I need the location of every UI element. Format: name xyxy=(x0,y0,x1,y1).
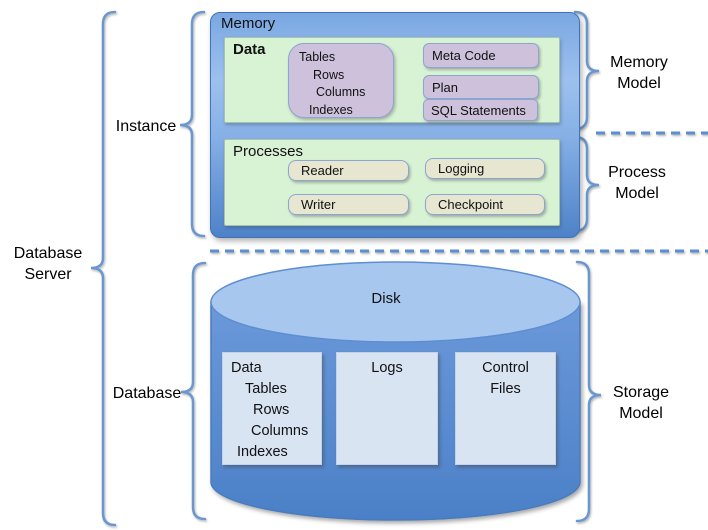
memory-structures-box: Tables Rows Columns Indexes xyxy=(288,43,394,118)
data-files-line-data: Data xyxy=(231,360,262,376)
memory-model-label: Memory Model xyxy=(610,54,668,92)
disk-label: Disk xyxy=(371,290,401,307)
process-model-brace xyxy=(573,135,600,233)
checkpoint-box: Checkpoint xyxy=(425,194,545,215)
data-section-title: Data xyxy=(233,41,266,58)
data-section: Data Tables Rows Columns Indexes Meta Co… xyxy=(224,37,560,123)
processes-section: Processes Reader Logging Writer Checkpoi… xyxy=(224,139,560,226)
plan-box: Plan xyxy=(423,75,539,99)
control-files-line-1: Control xyxy=(482,360,529,376)
struct-line-indexes: Indexes xyxy=(309,102,353,117)
database-label: Database xyxy=(112,385,182,402)
data-files-line-rows: Rows xyxy=(253,402,290,418)
writer-box: Writer xyxy=(288,194,409,215)
sql-statements-box: SQL Statements xyxy=(423,99,538,121)
control-files-box: Control Files xyxy=(455,352,556,465)
database-server-label: Database Server xyxy=(13,245,83,283)
data-files-line-tables: Tables xyxy=(245,381,287,397)
logs-box: Logs xyxy=(336,352,438,465)
storage-model-label: Storage Model xyxy=(612,384,670,422)
memory-title: Memory xyxy=(221,15,276,32)
data-files-line-columns: Columns xyxy=(251,423,309,439)
process-model-label: Process Model xyxy=(608,164,666,202)
control-files-line-2: Files xyxy=(490,381,521,397)
instance-brace xyxy=(179,10,206,238)
processes-section-title: Processes xyxy=(233,143,304,160)
logging-box: Logging xyxy=(425,158,545,179)
struct-line-columns: Columns xyxy=(316,85,366,99)
logs-box-label: Logs xyxy=(371,360,403,376)
reader-box: Reader xyxy=(288,160,409,181)
storage-model-brace xyxy=(575,260,602,523)
data-files-box: Data Tables Rows Columns Indexes xyxy=(222,352,322,465)
database-brace xyxy=(180,261,207,521)
memory-container: Memory Data Tables Rows Columns Indexes … xyxy=(210,12,580,238)
instance-label: Instance xyxy=(115,118,177,135)
database-server-brace xyxy=(90,10,117,527)
meta-code-box: Meta Code xyxy=(423,43,539,68)
struct-line-rows: Rows xyxy=(313,67,345,82)
struct-line-tables: Tables xyxy=(299,50,336,64)
memory-model-brace xyxy=(573,10,600,131)
disk-cylinder-top xyxy=(210,261,581,343)
data-files-line-indexes: Indexes xyxy=(237,444,288,460)
